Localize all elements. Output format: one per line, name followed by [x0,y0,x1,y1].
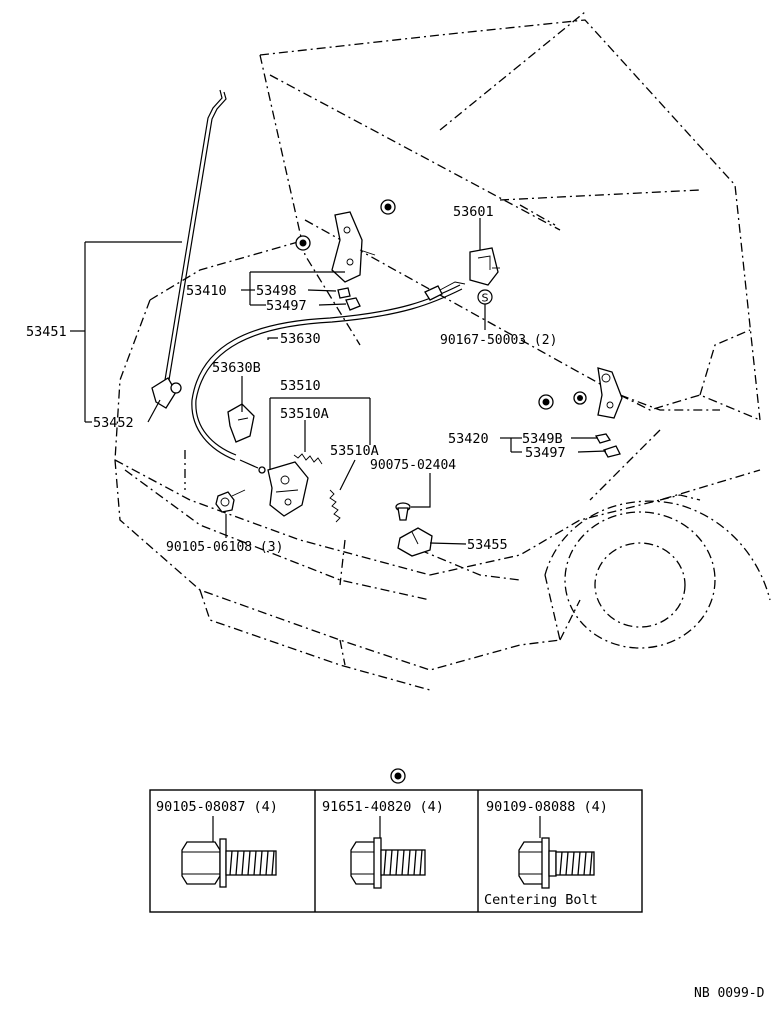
cushion-53497-left [345,297,361,311]
label-53510A-upper: 53510A [280,406,329,422]
bolt-caption-centering: Centering Bolt [484,892,598,908]
label-53497-left: 53497 [266,298,307,314]
release-lever-bracket [469,247,500,286]
hood-lock-striker [397,527,433,557]
label-53601: 53601 [453,204,494,220]
label-53630B: 53630B [212,360,261,376]
bumper-53498 [337,287,351,299]
bolt-table: 90105-08087 (4) 91651-40820 (4) [149,789,643,913]
bolt-part-90105-08087: 90105-08087 (4) [156,799,278,815]
lock-spring-lower [329,489,341,523]
bolt-part-90109-08088: 90109-08088 (4) [486,799,608,815]
hood-hinge-left [331,211,376,283]
release-cable [191,281,466,474]
label-5349B: 5349B [522,431,563,447]
cable-clamp [227,403,255,443]
bullet-mark-icon [573,391,587,405]
label-53455: 53455 [467,537,508,553]
centering-bolt-icon [518,837,595,889]
label-53630: 53630 [280,331,321,347]
label-53452: 53452 [93,415,134,431]
label-90105-06108: 90105-06108 (3) [166,540,283,555]
label-53410: 53410 [186,283,227,299]
bullet-mark-icon [380,199,396,215]
svg-text:S: S [482,292,489,305]
bolt-icon [350,837,426,889]
leader-lines [70,218,607,545]
label-53420: 53420 [448,431,489,447]
bullet-mark-icon [538,394,554,410]
hood-lock-assembly [267,461,309,517]
label-53498: 53498 [256,283,297,299]
bullet-mark-icon [390,768,406,784]
lock-bolt [215,489,246,513]
bumper-5349B [594,433,612,444]
hood-hinge-right [597,367,623,419]
cushion-53497-right [603,445,621,458]
label-90075-02404: 90075-02404 [370,458,456,473]
label-53510A-lower: 53510A [330,443,379,459]
label-90167-50003: 90167-50003 (2) [440,333,557,348]
drawing-reference: NB 0099-D [694,986,765,1001]
label-53451: 53451 [26,324,67,340]
part-labels: 53451 53452 53410 53498 53497 53630 5363… [26,204,566,555]
label-53510: 53510 [280,378,321,394]
bolt-part-91651-40820: 91651-40820 (4) [322,799,444,815]
label-53497-right: 53497 [525,445,566,461]
bullet-mark-icon [295,235,311,251]
hood-support-rod [151,89,227,409]
lock-spring-upper [293,453,323,465]
car-body-outline [114,11,771,691]
flange-bolt-icon [181,838,277,888]
s-circle-icon: S [477,289,493,305]
striker-screw [395,502,411,521]
